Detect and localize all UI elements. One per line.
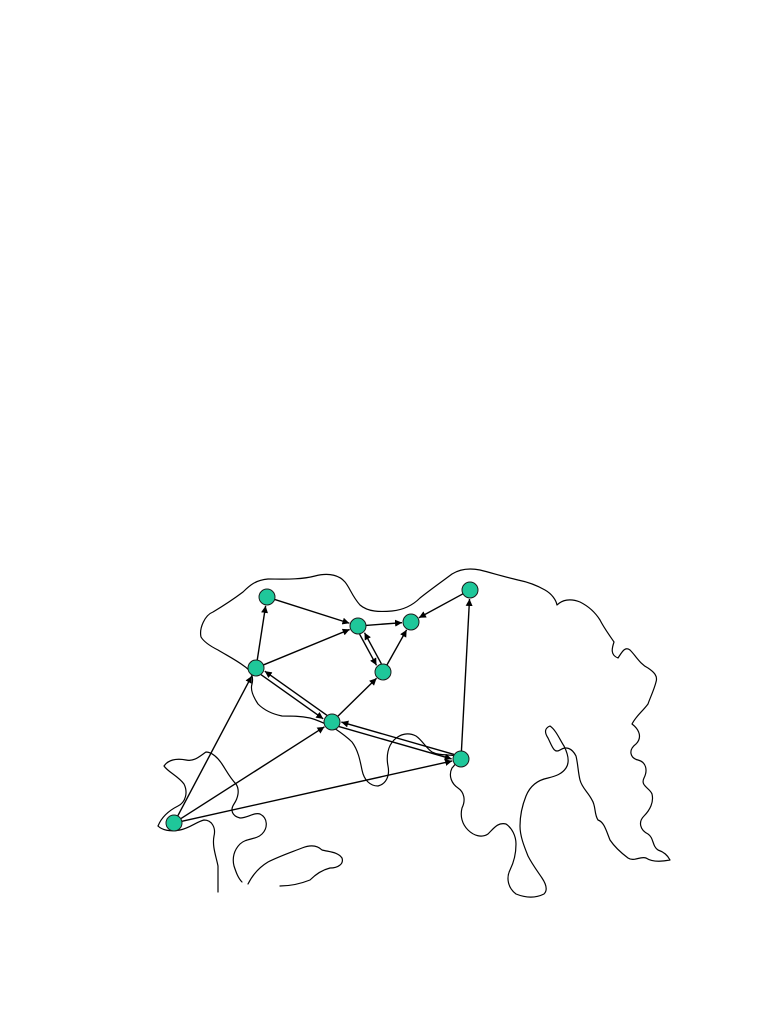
- edge-n5-to-n4: [418, 593, 464, 619]
- node-n6: [323, 713, 341, 731]
- node-n1: [258, 588, 276, 606]
- edge-n8-to-n6: [341, 720, 455, 756]
- node-n2: [247, 659, 265, 677]
- edge-n3-to-n7: [359, 633, 378, 666]
- nodes-layer: [165, 581, 479, 832]
- edge-n2-to-n3: [263, 628, 350, 666]
- edge-n9-to-n8: [181, 759, 453, 822]
- node-n9: [165, 814, 183, 832]
- node-n7: [374, 663, 392, 681]
- edge-n2-to-n1: [256, 605, 269, 661]
- edge-n8-to-n5: [460, 598, 473, 752]
- edge-n7-to-n3: [363, 632, 382, 665]
- node-n3: [349, 617, 367, 635]
- edge-n6-to-n7: [337, 677, 378, 717]
- west-shore-line: [157, 819, 219, 893]
- edge-n3-to-n4: [365, 619, 403, 627]
- edge-n2-to-n6: [260, 674, 324, 720]
- node-n5: [461, 581, 479, 599]
- edge-n7-to-n4: [386, 629, 408, 666]
- edge-n1-to-n3: [274, 598, 350, 625]
- south-island-coastline: [247, 845, 343, 887]
- edge-n6-to-n8: [338, 725, 452, 761]
- edges-layer: [177, 593, 473, 822]
- node-n4: [402, 613, 420, 631]
- node-n8: [452, 750, 470, 768]
- edge-n9-to-n6: [180, 726, 325, 820]
- edge-n9-to-n2: [177, 675, 253, 817]
- edge-n6-to-n2: [264, 670, 328, 716]
- mainland-coastline: [200, 568, 671, 898]
